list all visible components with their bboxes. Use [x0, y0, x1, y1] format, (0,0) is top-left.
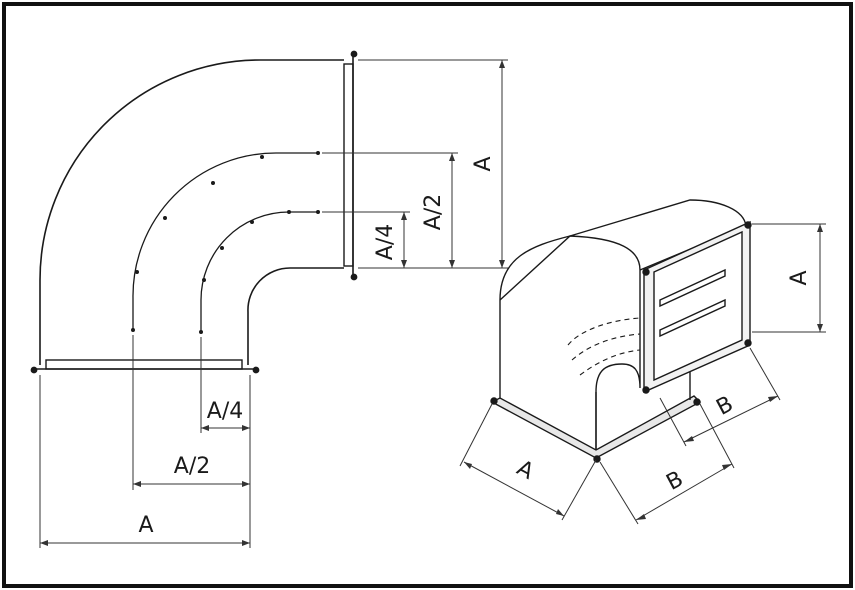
elbow-horizontal-dimensions	[39, 335, 251, 548]
body-top-surface	[569, 199, 747, 237]
isometric-elbow-view	[490, 199, 752, 463]
dim-label-v-a-half: A/2	[421, 194, 446, 230]
body-front-face	[499, 235, 641, 450]
dim-label-flange-b: B	[712, 392, 737, 421]
dim-label-outlet-a: A	[787, 270, 812, 285]
dim-label-h-a-half: A/2	[174, 454, 210, 479]
elbow-side-view	[30, 50, 358, 374]
elbow-right-flange	[343, 63, 354, 267]
elbow-inner-curve	[247, 267, 344, 365]
isometric-dimensions	[459, 223, 826, 525]
body-left-wall	[499, 235, 571, 398]
elbow-outer-curve	[39, 59, 344, 365]
dim-label-h-a: A	[138, 513, 153, 538]
dim-label-v-a-quarter: A/4	[373, 224, 398, 260]
elbow-vertical-dimensions	[322, 59, 508, 269]
dim-label-base-b: B	[662, 467, 687, 496]
elbow-bottom-flange	[45, 359, 243, 370]
dim-label-h-a-quarter: A/4	[207, 399, 243, 424]
guide-vane-quarter	[200, 211, 318, 332]
dim-label-v-a: A	[471, 156, 496, 171]
guide-vane-half	[132, 152, 318, 330]
dim-label-base-a: A	[513, 456, 538, 485]
